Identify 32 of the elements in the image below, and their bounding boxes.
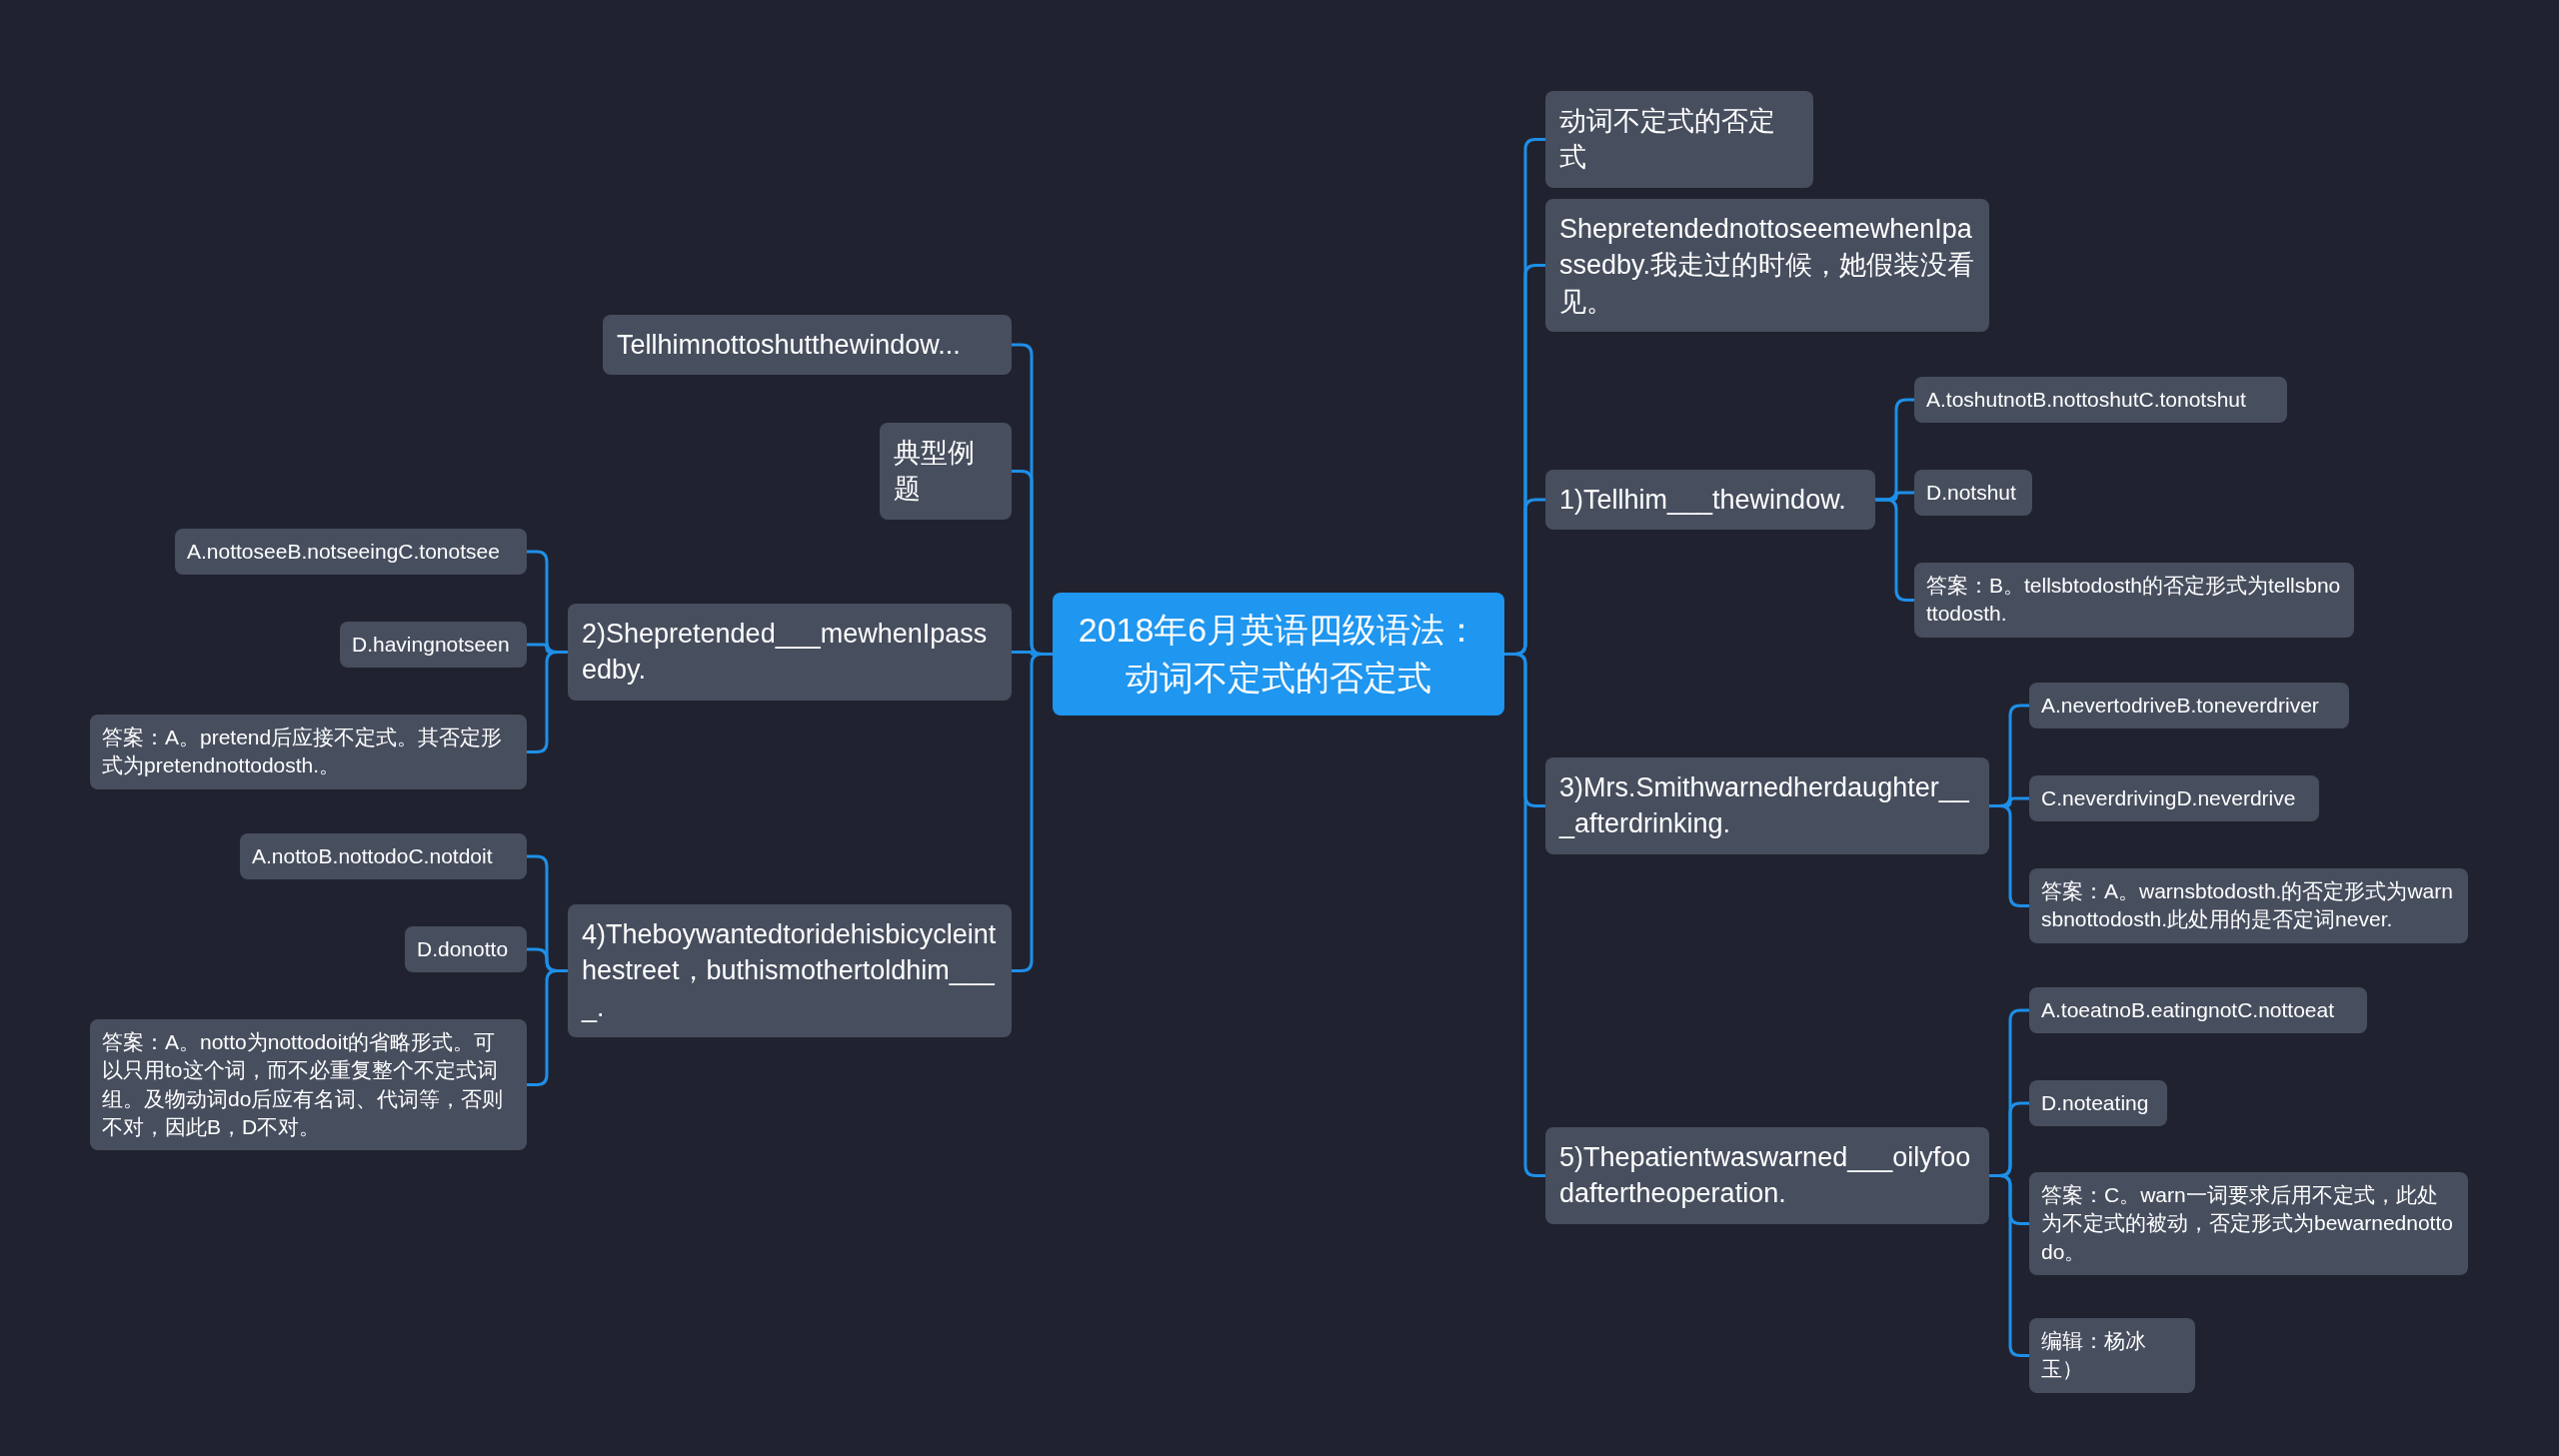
subtopic-box: D.noteating xyxy=(2029,1080,2167,1127)
subtopic-box: 答案：B。tellsbtodosth的否定形式为tellsbnottodosth. xyxy=(1914,563,2354,638)
topic-box: 3)Mrs.Smithwarnedherdaughter___afterdrinking. xyxy=(1545,757,1989,854)
topic-box: 4)Theboywantedtoridehisbicycleinthestreet，buthismothertoldhim____. xyxy=(568,904,1012,1038)
subtopic-box: A.nottoB.nottodoC.notdoit xyxy=(240,833,527,880)
topic-box: 2)Shepretended___mewhenIpassedby. xyxy=(568,604,1012,701)
connector-line xyxy=(527,651,568,753)
subtopic-box: 答案：A。warnsbtodosth.的否定形式为warnsbnottodosth.此处用的是否定词never. xyxy=(2029,868,2468,943)
connector-line xyxy=(1989,1174,2029,1357)
subtopic-box: A.toshutnotB.nottoshutC.tonotshut xyxy=(1914,377,2287,424)
subtopic-box: 编辑：杨冰玉） xyxy=(2029,1318,2195,1393)
topic-box: ShepretendednottoseemewhenIpassedby.我走过的时候，她假装没看见。 xyxy=(1545,199,1989,333)
subtopic-box: 答案：A。pretend后应接不定式。其否定形式为pretendnottodosth.。 xyxy=(90,715,527,789)
subtopic-box: A.toeatnoB.eatingnotC.nottoeat xyxy=(2029,987,2367,1034)
subtopic-box: 答案：C。warn一词要求后用不定式，此处为不定式的被动，否定形式为bewarnednottodo。 xyxy=(2029,1172,2468,1276)
subtopic-box: A.nevertodriveB.toneverdriver xyxy=(2029,683,2349,729)
subtopic-box: C.neverdrivingD.neverdrive xyxy=(2029,775,2319,822)
connector-line xyxy=(527,969,568,1086)
connector-line xyxy=(1012,653,1053,972)
topic-box: 5)Thepatientwaswarned___oilyfoodaftertheoperation. xyxy=(1545,1127,1989,1224)
subtopic-box: A.nottoseeB.notseeingC.tonotsee xyxy=(175,529,527,576)
subtopic-box: D.donotto xyxy=(405,926,527,973)
connector-line xyxy=(1989,804,2029,907)
subtopic-box: D.havingnotseen xyxy=(340,622,527,669)
subtopic-box: D.notshut xyxy=(1914,470,2032,517)
topic-box: 动词不定式的否定式 xyxy=(1545,91,1813,188)
subtopic-box: 答案：A。notto为nottodoit的省略形式。可以只用to这个词，而不必重复整个不定式词组。及物动词do后应有名词、代词等，否则不对，因此B，D不对。 xyxy=(90,1019,527,1151)
topic-box: Tellhimnottoshutthewindow... xyxy=(603,315,1012,376)
topic-box: 1)Tellhim___thewindow. xyxy=(1545,470,1875,531)
central-topic: 2018年6月英语四级语法：动词不定式的否定式 xyxy=(1053,593,1504,717)
connector-line xyxy=(1875,498,1914,602)
topic-box: 典型例题 xyxy=(880,423,1012,520)
